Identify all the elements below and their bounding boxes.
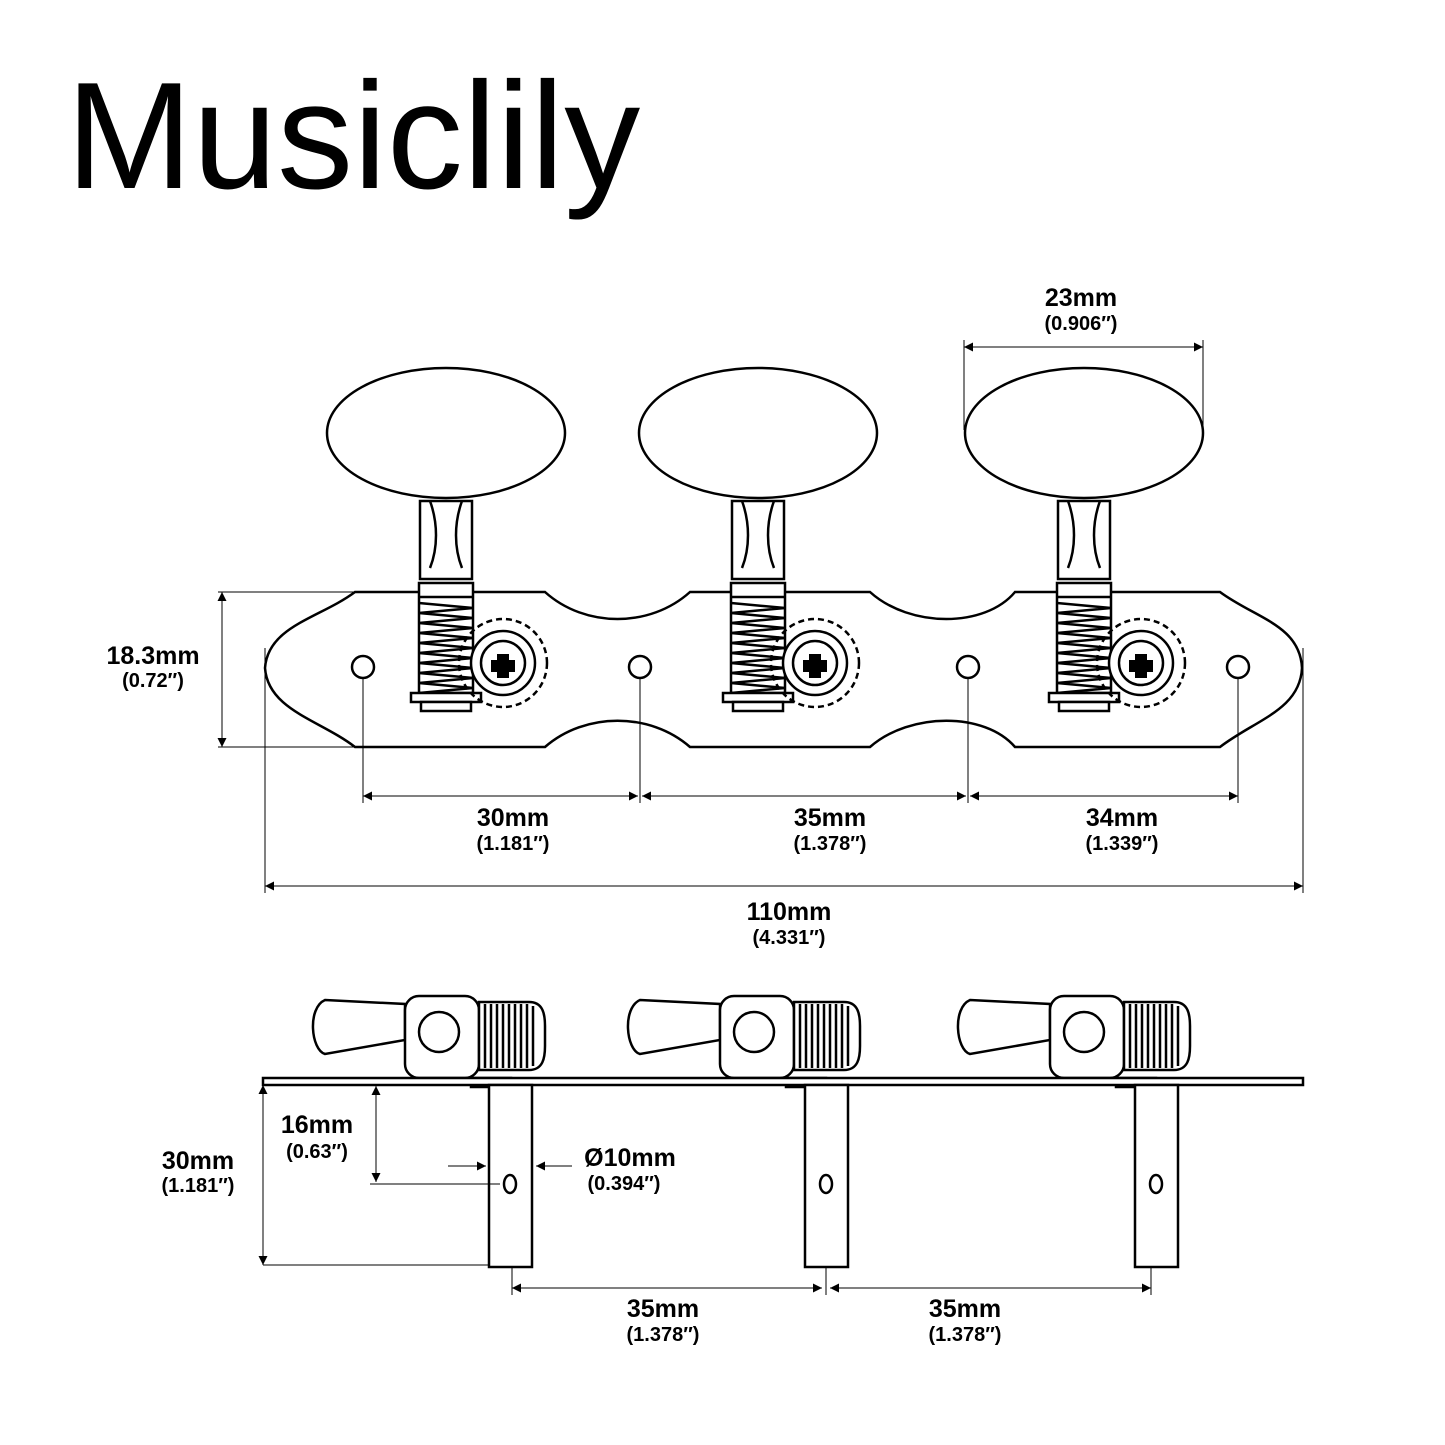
post-diameter-mm: Ø10mm xyxy=(584,1144,676,1172)
knob-width-inch: (0.906″) xyxy=(1045,313,1118,335)
spacing-1-mm: 30mm xyxy=(477,804,549,832)
total-length-mm: 110mm xyxy=(747,898,832,926)
side-tuner xyxy=(956,994,1192,1089)
post-spacing-2-mm: 35mm xyxy=(929,1295,1001,1323)
plate-height-inch: (0.72″) xyxy=(122,670,184,692)
knob-width-mm: 23mm xyxy=(1045,284,1117,312)
spacing-1-inch: (1.181″) xyxy=(477,833,550,855)
post-spacing-1-mm: 35mm xyxy=(627,1295,699,1323)
post-diameter-inch: (0.394″) xyxy=(588,1173,661,1195)
post-length-mm: 30mm xyxy=(162,1147,234,1175)
side-tuner xyxy=(626,994,862,1089)
plate-height-mm: 18.3mm xyxy=(106,642,199,670)
side-plate xyxy=(261,1076,1305,1087)
side-tuner xyxy=(311,994,547,1089)
brand-title: Musiclily xyxy=(66,51,640,221)
post-spacing-2-inch: (1.378″) xyxy=(929,1324,1002,1346)
hole-height-mm: 16mm xyxy=(281,1111,353,1139)
spacing-3-inch: (1.339″) xyxy=(1086,833,1159,855)
hole-height-inch: (0.63″) xyxy=(286,1141,348,1163)
post-length-inch: (1.181″) xyxy=(162,1175,235,1197)
spacing-3-mm: 34mm xyxy=(1086,804,1158,832)
total-length-inch: (4.331″) xyxy=(753,927,826,949)
post-hole xyxy=(1148,1173,1164,1195)
post-spacing-1-inch: (1.378″) xyxy=(627,1324,700,1346)
top-view: 23mm (0.906″) 18.3mm (0.72″) 30mm (1.181… xyxy=(106,284,1304,949)
post-hole xyxy=(818,1173,834,1195)
post-hole xyxy=(502,1173,518,1195)
spacing-2-mm: 35mm xyxy=(794,804,866,832)
spacing-2-inch: (1.378″) xyxy=(794,833,867,855)
side-view: 30mm (1.181″) 16mm (0.63″) Ø10mm (0.394″… xyxy=(162,994,1305,1346)
